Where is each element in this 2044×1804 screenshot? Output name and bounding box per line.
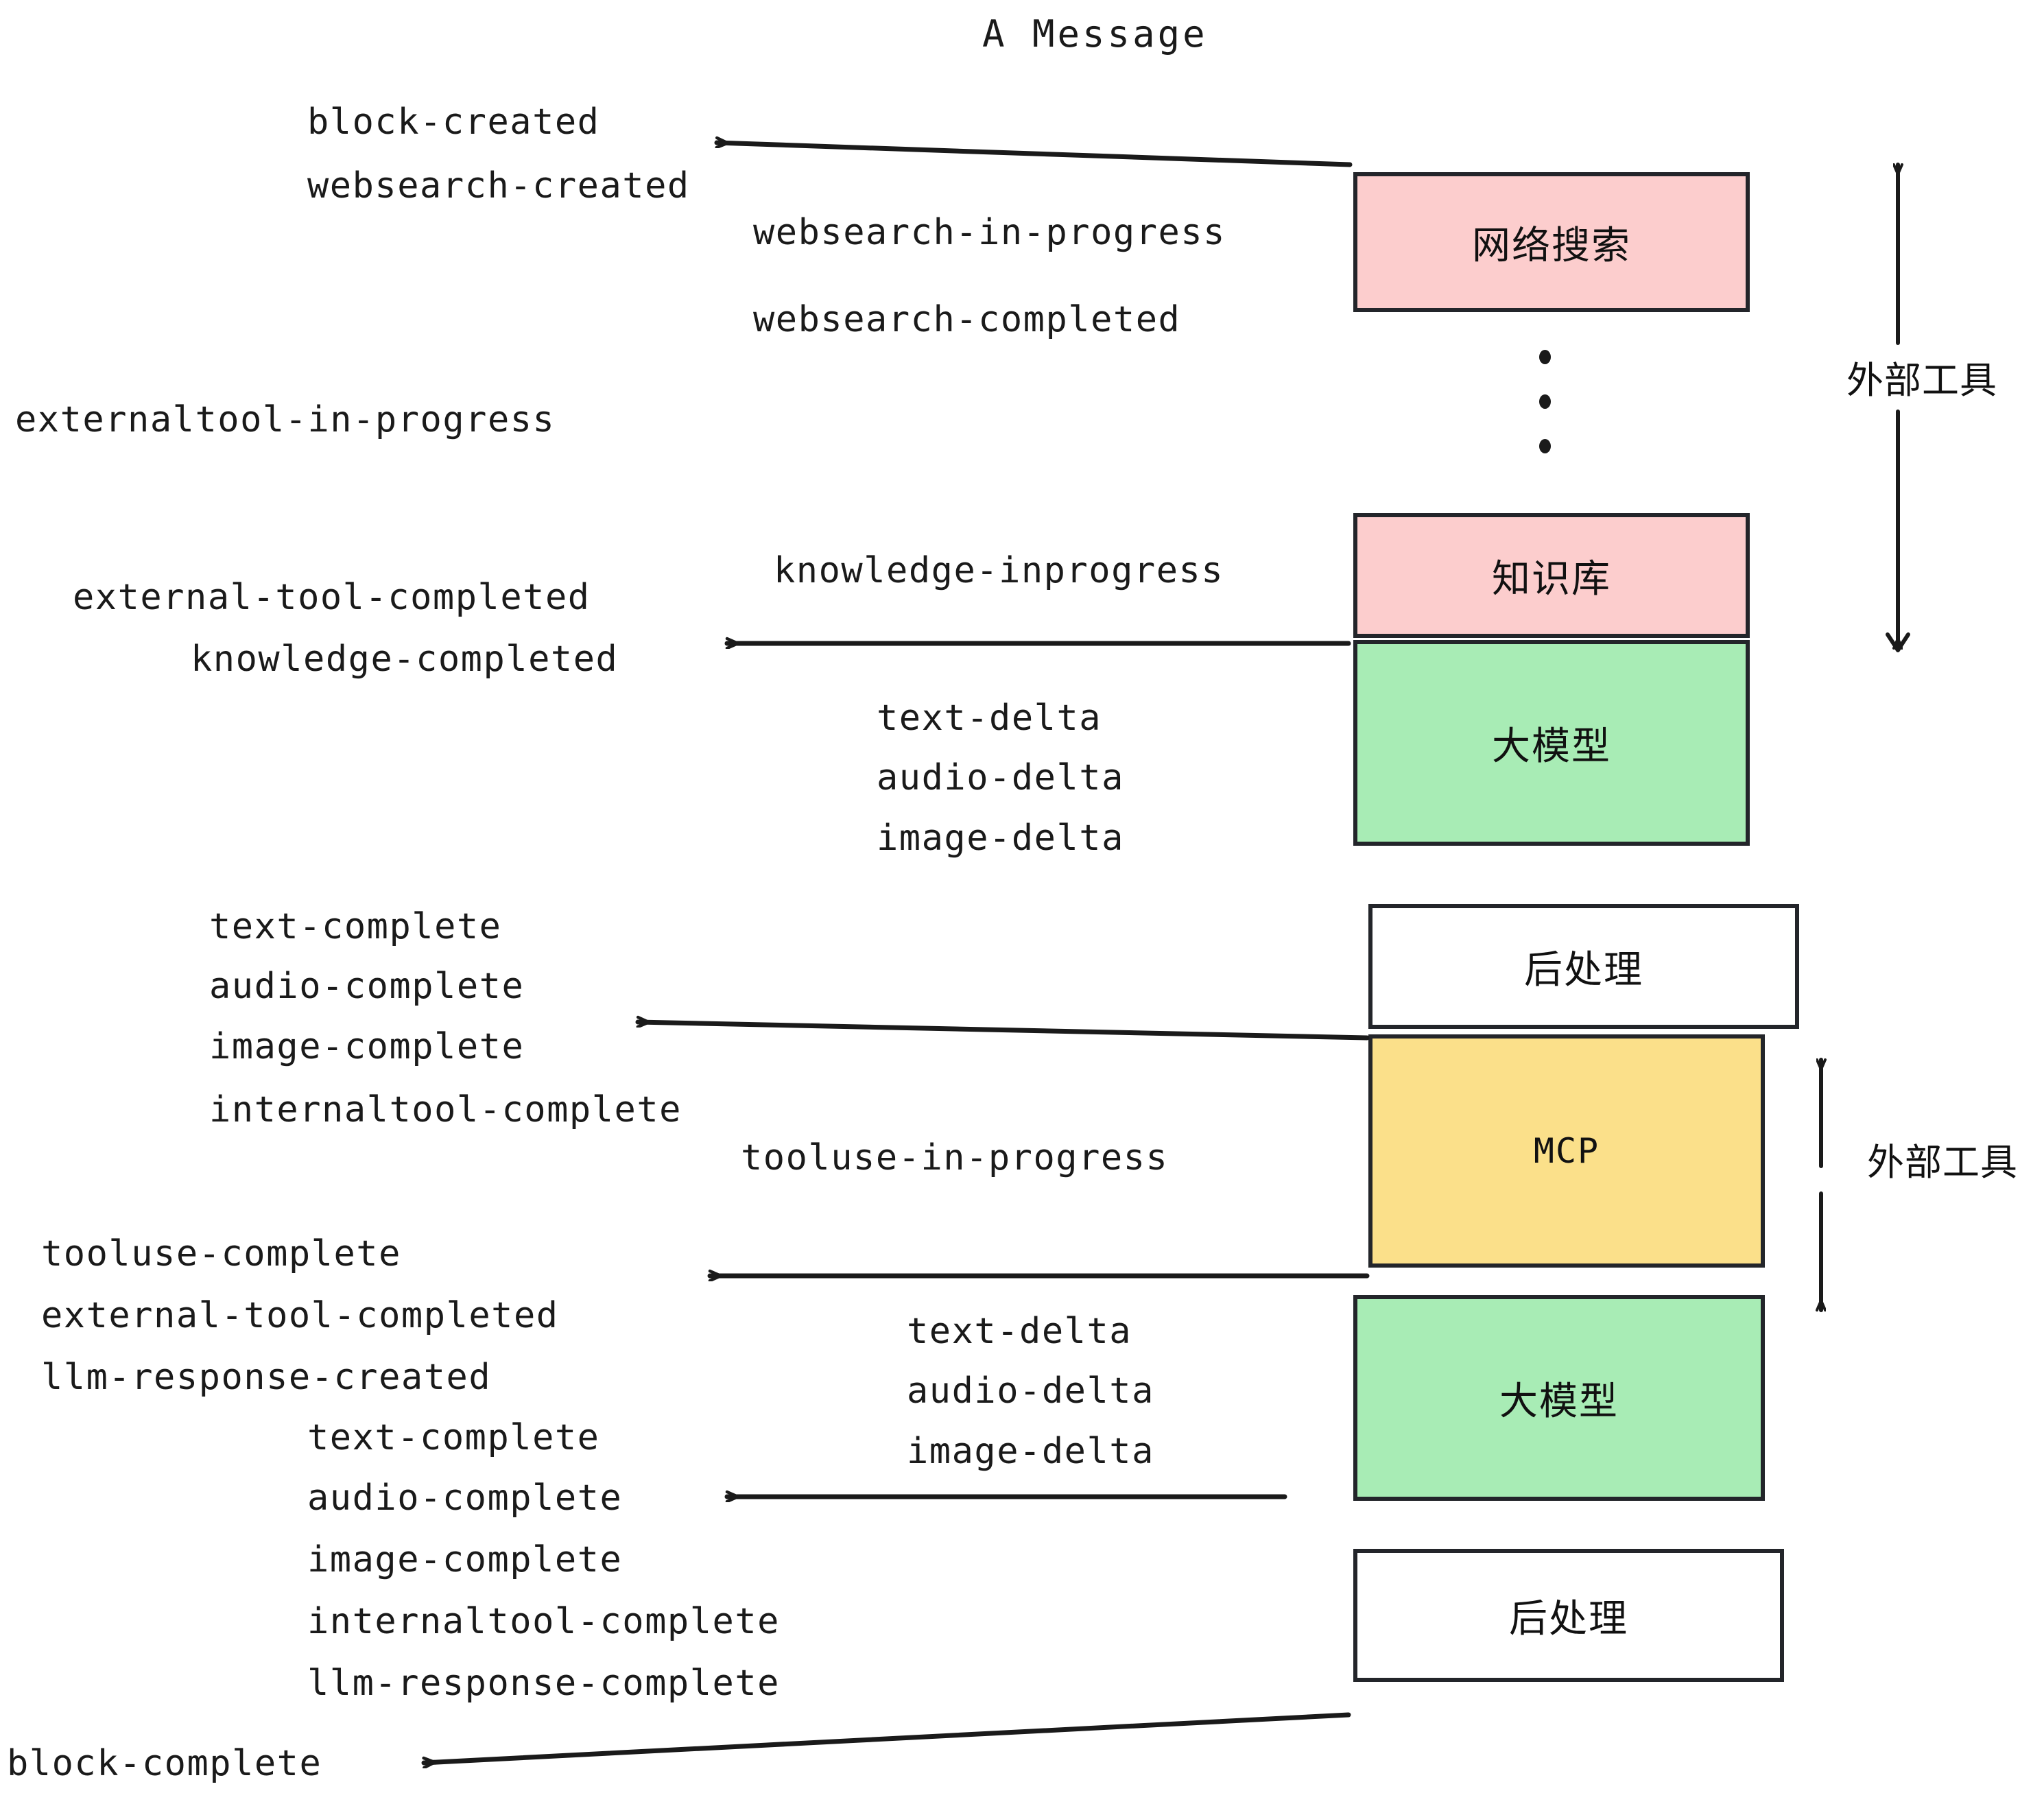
label-block-created: block-created: [307, 102, 600, 143]
label-llm-response-created: llm-response-created: [41, 1357, 492, 1398]
label-external-tool-completed-2: external-tool-completed: [41, 1295, 559, 1336]
arrow-websearch-to-created: [714, 143, 1353, 167]
label-image-delta-upper: image-delta: [877, 818, 1124, 859]
arrowhead-external-tools-top-bottom: [1886, 632, 1910, 652]
box-knowledge: 知识库: [1353, 513, 1750, 638]
label-externaltool-in-progress: externaltool-in-progress: [15, 399, 556, 440]
diagram-title: A Message: [982, 12, 1208, 56]
label-text-delta-upper: text-delta: [877, 698, 1102, 739]
label-image-complete-upper: image-complete: [209, 1026, 525, 1067]
box-llm-upper: 大模型: [1353, 640, 1750, 846]
box-postprocess-upper: 后处理: [1368, 904, 1799, 1029]
label-external-tool-completed-1: external-tool-completed: [73, 577, 591, 618]
box-llm-lower: 大模型: [1353, 1295, 1765, 1501]
label-block-complete: block-complete: [7, 1743, 322, 1784]
label-text-complete-lower: text-complete: [307, 1417, 600, 1458]
vertical-ellipsis-icon: [1539, 350, 1551, 453]
side-label-external-tools-bottom: 外部工具: [1867, 1142, 2018, 1183]
label-text-complete-upper: text-complete: [209, 906, 502, 947]
arrow-mcp-to-image-complete: [635, 1022, 1370, 1041]
label-knowledge-completed: knowledge-completed: [191, 639, 619, 680]
label-llm-response-complete: llm-response-complete: [307, 1663, 780, 1704]
label-tooluse-complete: tooluse-complete: [41, 1233, 401, 1274]
label-websearch-completed: websearch-completed: [753, 299, 1181, 340]
label-internaltool-complete-lower: internaltool-complete: [307, 1601, 780, 1642]
box-postprocess-lower: 后处理: [1353, 1549, 1784, 1682]
box-websearch: 网络搜索: [1353, 172, 1750, 312]
label-text-delta-lower: text-delta: [907, 1311, 1132, 1352]
box-mcp: MCP: [1368, 1034, 1765, 1268]
label-audio-delta-upper: audio-delta: [877, 757, 1124, 798]
label-internaltool-complete-upper: internaltool-complete: [209, 1089, 682, 1130]
label-tooluse-in-progress: tooluse-in-progress: [741, 1137, 1169, 1178]
label-websearch-created: websearch-created: [307, 165, 690, 206]
side-label-external-tools-top: 外部工具: [1846, 360, 1997, 401]
label-audio-delta-lower: audio-delta: [907, 1370, 1154, 1412]
arrow-postprocess-to-block-complete: [421, 1712, 1351, 1763]
label-knowledge-inprogress: knowledge-inprogress: [774, 550, 1224, 591]
label-audio-complete-lower: audio-complete: [307, 1477, 623, 1519]
label-audio-complete-upper: audio-complete: [209, 966, 525, 1007]
label-image-delta-lower: image-delta: [907, 1431, 1154, 1472]
label-websearch-in-progress: websearch-in-progress: [753, 212, 1226, 253]
label-image-complete-lower: image-complete: [307, 1539, 623, 1580]
